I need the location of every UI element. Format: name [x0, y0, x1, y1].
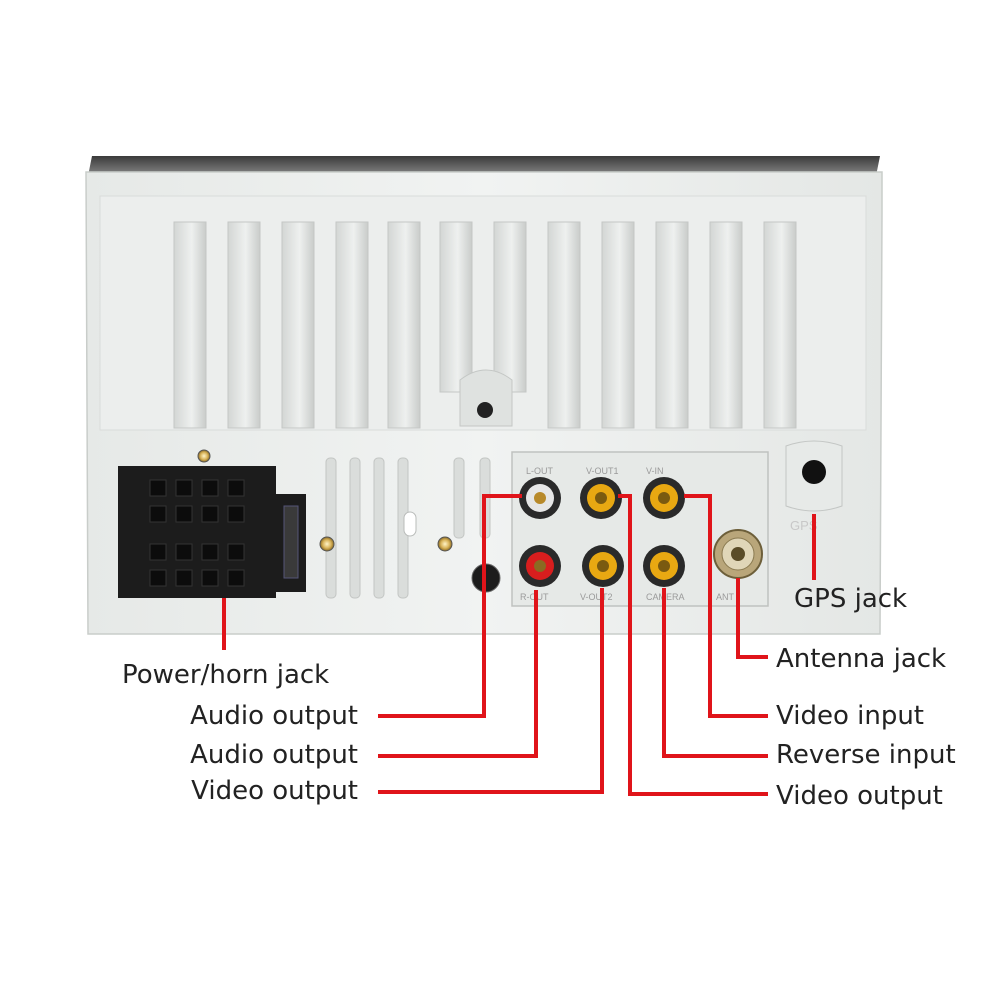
- center-boss: [459, 369, 513, 427]
- marking-v-out2: V-OUT2: [580, 592, 613, 602]
- label-power-horn-jack: Power/horn jack: [122, 660, 330, 690]
- cooling-fin: [387, 221, 421, 429]
- label-video-output-1: Video output: [191, 776, 358, 806]
- rca-jack-audio-out-left-white: [519, 477, 561, 519]
- gps-marking: GPS: [790, 518, 818, 533]
- leader-video-out-2: [618, 494, 768, 796]
- label-antenna-jack: Antenna jack: [776, 644, 947, 674]
- leader-audio-out-right: [378, 590, 538, 758]
- power-connector-iso: [118, 466, 306, 598]
- antenna-jack: [713, 529, 763, 579]
- rca-jack-video-in-yellow: [643, 477, 685, 519]
- rca-jack-video-out-1-yellow: [580, 477, 622, 519]
- leader-antenna: [736, 578, 768, 659]
- label-gps-jack: GPS jack: [794, 584, 908, 614]
- cooling-fins: [173, 221, 797, 429]
- cooling-fin: [281, 221, 315, 429]
- rca-jack-reverse-in-yellow: [643, 545, 685, 587]
- label-audio-output-right: Audio output: [190, 740, 358, 770]
- label-audio-output-left: Audio output: [190, 701, 358, 731]
- cooling-fin: [547, 221, 581, 429]
- leader-audio-out-left: [378, 494, 522, 718]
- marking-v-in: V-IN: [646, 466, 664, 476]
- cooling-fin: [493, 221, 527, 393]
- cooling-fin: [227, 221, 261, 429]
- leader-lines: [222, 494, 816, 796]
- cooling-fin: [709, 221, 743, 429]
- cooling-fin: [655, 221, 689, 429]
- marking-ant: ANT: [716, 592, 735, 602]
- gps-jack: [785, 440, 843, 512]
- cooling-fin: [439, 221, 473, 393]
- cooling-fin: [173, 221, 207, 429]
- cooling-fin: [335, 221, 369, 429]
- marking-v-out1: V-OUT1: [586, 466, 619, 476]
- cooling-fin: [601, 221, 635, 429]
- label-video-input: Video input: [776, 701, 924, 731]
- marking-l-out: L-OUT: [526, 466, 554, 476]
- leader-video-out-1: [378, 588, 604, 794]
- leader-video-in: [684, 494, 768, 718]
- rca-jack-video-out-2-yellow: [582, 545, 624, 587]
- rca-jack-audio-out-right-red: [519, 545, 561, 587]
- leader-reverse-in: [662, 588, 768, 758]
- label-video-output-2: Video output: [776, 781, 943, 811]
- label-reverse-input: Reverse input: [776, 740, 956, 770]
- unit-top-rim: [88, 156, 880, 176]
- mount-slot: [403, 511, 417, 537]
- cooling-fin: [763, 221, 797, 429]
- center-screw-hole: [477, 402, 493, 418]
